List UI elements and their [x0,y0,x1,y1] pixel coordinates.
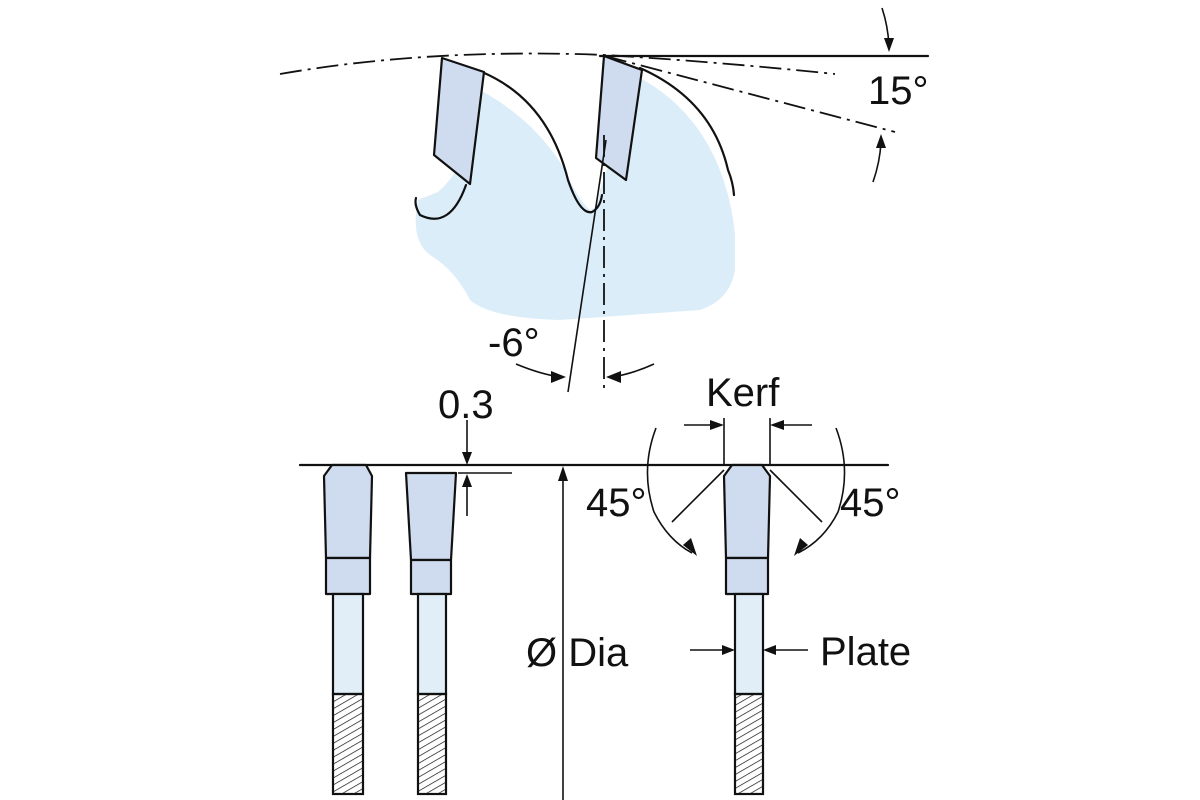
left-carbide-tip [432,56,486,186]
hook-angle-dimension: -6° [488,321,655,383]
kerf-label: Kerf [706,371,780,415]
tooth-section-2 [404,471,458,796]
bevel-right-label: 45° [840,481,901,525]
diameter-dimension: Ø Dia [526,466,629,800]
right-carbide-tip [594,54,644,182]
tooth-section-1 [322,463,374,796]
tip-offset-label: 0.3 [438,383,494,427]
cutting-circle-line [279,52,836,75]
plate-label: Plate [820,630,911,674]
kerf-dimension: Kerf [684,371,812,464]
bevel-left-label: 45° [586,481,647,525]
gullet-curve [480,70,604,214]
plate-dimension: Plate [690,630,911,674]
tip-offset-dimension: 0.3 [438,383,512,516]
left-gullet-hook [414,183,468,220]
clearance-angle-dimension: 15° [868,7,929,183]
hook-angle-label: -6° [488,321,540,365]
right-tooth-back [638,66,736,197]
hook-angle-line [567,139,607,393]
diameter-label: Ø Dia [526,631,629,675]
tooth-section-view: 0.3 Ø Dia Kerf [298,371,911,800]
bevel-right-dimension: 45° [769,427,901,556]
tooth-profile-view: 15° -6° [279,7,930,393]
clearance-angle-label: 15° [868,69,929,113]
clearance-line [604,55,896,133]
tooth-section-3 [722,463,772,796]
bevel-left-dimension: 45° [586,427,725,556]
